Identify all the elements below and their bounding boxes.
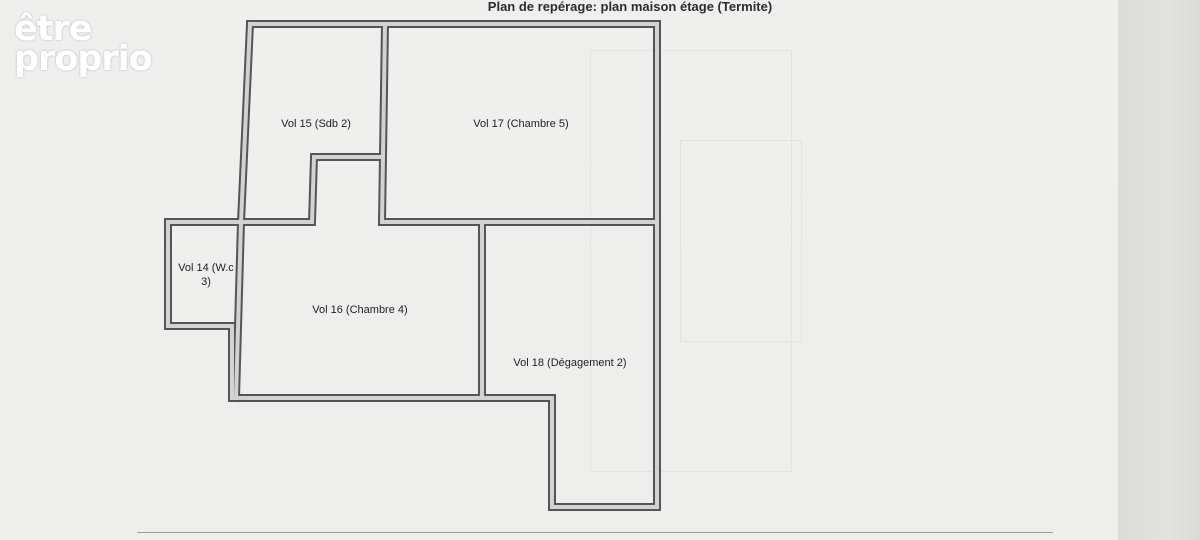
room-label-vol17: Vol 17 (Chambre 5) [473,118,568,130]
room-label-vol14-cont: 3) [201,276,211,288]
plan-title: Plan de repérage: plan maison étage (Ter… [487,0,773,14]
paper-edge [1118,0,1200,540]
room-label-vol18: Vol 18 (Dégagement 2) [513,357,626,369]
etre-proprio-logo: être proprio [14,9,153,79]
paper-sheet [0,0,1120,540]
page-rule [137,532,1053,533]
logo-line-1: être [14,9,92,49]
room-label-vol16: Vol 16 (Chambre 4) [312,304,407,316]
show-through-lines [590,50,792,472]
room-label-vol14: Vol 14 (W.c [178,262,234,274]
logo-line-2: proprio [14,39,153,79]
show-through-lines-2 [680,140,802,342]
room-label-vol15: Vol 15 (Sdb 2) [281,118,351,130]
walls-inner [166,21,659,509]
